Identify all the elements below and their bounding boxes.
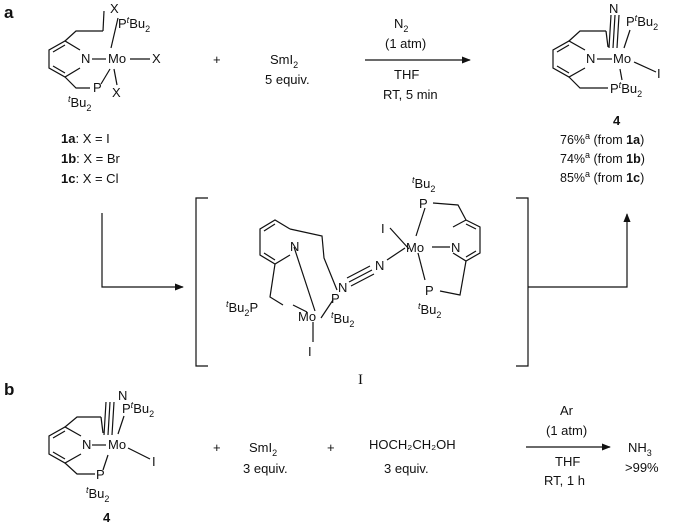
intermediate-right-fragment	[389, 202, 481, 296]
atom-mo: Mo	[108, 437, 126, 452]
compound-label-4: 4	[103, 510, 111, 525]
compound-label-4: 4	[613, 113, 621, 128]
condition-solvent: THF	[394, 67, 419, 82]
pathway-arrow-down	[101, 213, 184, 291]
compound-label-1b: 1b: X = Br	[61, 151, 121, 166]
yield-line-1c: 85%a (from 1c)	[560, 169, 644, 185]
condition-pressure: (1 atm)	[546, 423, 587, 438]
atom-x: X	[110, 1, 119, 16]
tbu-label: tBu2	[412, 175, 435, 194]
atom-n: N	[451, 240, 460, 255]
atom-i: I	[657, 66, 661, 81]
tbu-label: tBu2	[331, 310, 354, 329]
product-nh3: NH3	[628, 440, 652, 458]
atom-i: I	[308, 344, 312, 359]
condition-pressure: (1 atm)	[385, 36, 426, 51]
atom-n: N	[586, 51, 595, 66]
atom-p: tBu2P	[226, 299, 258, 318]
atom-mo: Mo	[298, 309, 316, 324]
atom-p: P	[96, 467, 105, 482]
reagent-smi2: SmI2	[249, 440, 277, 458]
product-yield: >99%	[625, 460, 659, 475]
atom-n: N	[118, 388, 127, 403]
reagent-equiv: 5 equiv.	[265, 72, 310, 87]
product-4-structure	[552, 14, 657, 89]
atom-n: N	[338, 280, 347, 295]
atom-mo: Mo	[108, 51, 126, 66]
intermediate-left-fragment	[259, 219, 338, 342]
tbu-label: tBu2	[86, 485, 109, 504]
yield-line-1a: 76%a (from 1a)	[560, 131, 644, 147]
panel-label-b: b	[4, 380, 14, 399]
atom-mo: Mo	[613, 51, 631, 66]
atom-p: PtBu2	[610, 80, 642, 99]
tbu-label: tBu2	[418, 301, 441, 320]
reagent-smi2: SmI2	[270, 52, 298, 70]
plus-sign: +	[213, 440, 221, 455]
complex-4-structure	[48, 401, 151, 475]
atom-p: PtBu2	[626, 13, 658, 32]
atom-n: N	[290, 239, 299, 254]
atom-i: I	[381, 221, 385, 236]
condition-time: RT, 1 h	[544, 473, 585, 488]
compound-label-1a: 1a: X = I	[61, 131, 110, 146]
plus-sign: +	[213, 52, 221, 67]
condition-gas: Ar	[560, 403, 574, 418]
pathway-arrow-up	[528, 213, 631, 288]
panel-label-a: a	[4, 3, 14, 22]
atom-p: P	[419, 196, 428, 211]
compound-label-1c: 1c: X = Cl	[61, 171, 119, 186]
bracket-right	[516, 197, 529, 367]
complex-1-structure	[48, 10, 150, 89]
atom-p: P	[93, 80, 102, 95]
atom-mo: Mo	[406, 240, 424, 255]
reagent-ethylene-glycol-equiv: 3 equiv.	[384, 461, 429, 476]
atom-p: PtBu2	[118, 15, 150, 34]
condition-solvent: THF	[555, 454, 580, 469]
condition-time: RT, 5 min	[383, 87, 438, 102]
atom-n: N	[81, 51, 90, 66]
reagent-smi2-equiv: 3 equiv.	[243, 461, 288, 476]
atom-p: PtBu2	[122, 400, 154, 419]
atom-i: I	[152, 454, 156, 469]
n-mo-bond	[386, 247, 406, 261]
atom-x: X	[152, 51, 161, 66]
atom-n: N	[609, 1, 618, 16]
atom-n: N	[375, 258, 384, 273]
n-n-triple-bond	[346, 265, 375, 287]
atom-x: X	[112, 85, 121, 100]
intermediate-label: I	[358, 372, 363, 388]
reagent-ethylene-glycol: HOCH₂CH₂OH	[369, 437, 456, 452]
atom-p: P	[425, 283, 434, 298]
condition-gas: N2	[394, 16, 408, 34]
bracket-left	[195, 197, 208, 367]
atom-n: N	[82, 437, 91, 452]
yield-line-1b: 74%a (from 1b)	[560, 150, 645, 166]
atom-p: P	[331, 291, 340, 306]
tbu-label: tBu2	[68, 94, 91, 113]
plus-sign: +	[327, 440, 335, 455]
